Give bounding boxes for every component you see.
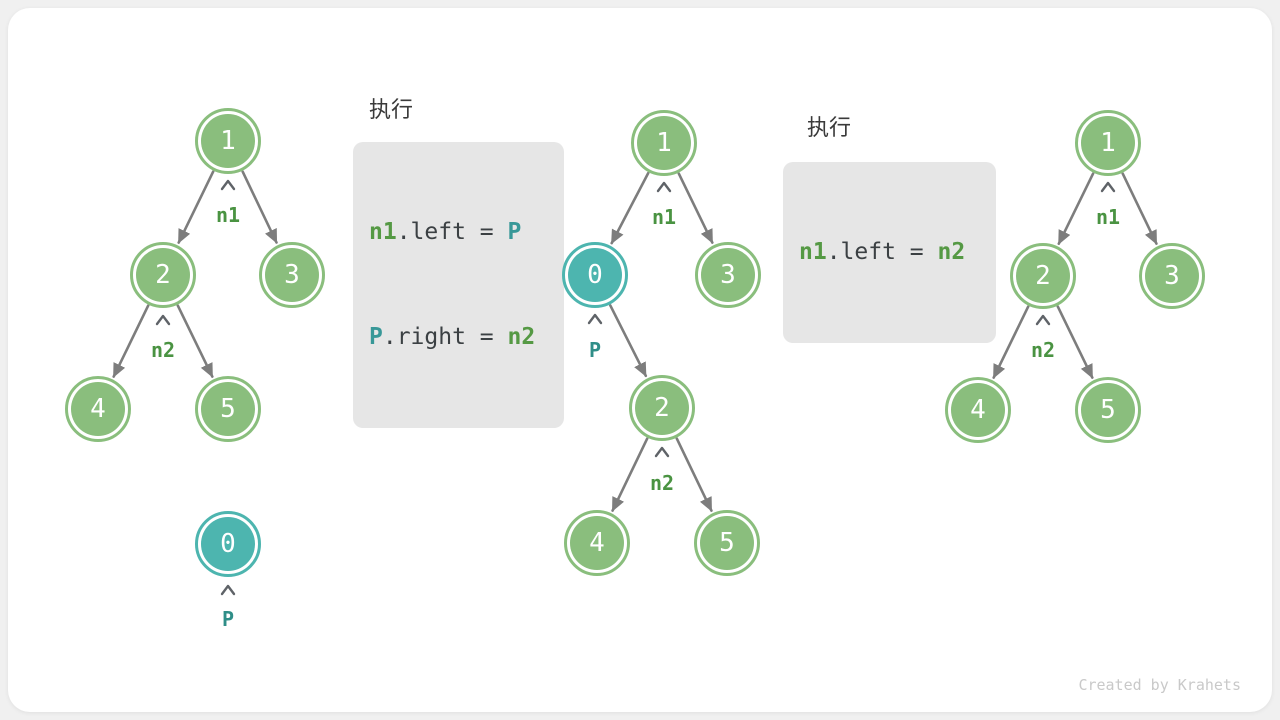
exec-label: 执行 (807, 115, 852, 140)
tree-edge (241, 170, 278, 244)
tree-edge (675, 437, 713, 512)
tree-node-4: 4 (564, 510, 630, 576)
tree-node-2: 2 (130, 242, 196, 308)
caret-up-icon (155, 314, 171, 326)
node-value: 5 (719, 528, 735, 558)
pointer-label-n2: n2 (649, 471, 675, 495)
pointer-label-n2: n2 (1030, 338, 1056, 362)
tree-edge (608, 304, 648, 378)
code-token-n2: n2 (507, 324, 536, 350)
tree-node-2: 2 (629, 375, 695, 441)
node-value: 5 (1100, 395, 1116, 425)
tree-node-3: 3 (695, 242, 761, 308)
tree-node-3: 3 (1139, 243, 1205, 309)
caret-up-icon (1035, 314, 1051, 326)
code-token-n1: n1 (799, 239, 827, 265)
node-value: 3 (1164, 261, 1180, 291)
caret-up-icon (587, 313, 603, 325)
code-line: n1.left = P (369, 215, 550, 250)
tree-edge (176, 304, 214, 378)
node-value: 4 (970, 395, 986, 425)
exec-label: 执行 (369, 97, 414, 122)
node-value: 3 (720, 260, 736, 290)
tree-node-0: 0 (195, 511, 261, 577)
tree-node-4: 4 (945, 377, 1011, 443)
caret-up-icon (1100, 181, 1116, 193)
tree-edge (1057, 172, 1095, 245)
tree2-edges (608, 171, 714, 512)
code-block-2: n1.left = n2 (783, 162, 996, 343)
node-value: 1 (220, 126, 236, 156)
node-value: 1 (656, 128, 672, 158)
node-value: 3 (284, 260, 300, 290)
tree3-edges (992, 172, 1158, 379)
tree-edge (611, 437, 649, 512)
code-token-n2: n2 (937, 239, 966, 265)
code-token-p: P (507, 219, 522, 245)
node-value: 4 (90, 394, 106, 424)
caret-up-icon (220, 179, 236, 191)
tree-node-1: 1 (195, 108, 261, 174)
code-token: .left = (826, 239, 938, 265)
tree-node-3: 3 (259, 242, 325, 308)
node-value: 4 (589, 528, 605, 558)
code-line: P.right = n2 (369, 320, 550, 355)
caret-up-icon (220, 584, 236, 596)
pointer-label-n1: n1 (651, 205, 677, 229)
node-value: 2 (1035, 261, 1051, 291)
tree-node-5: 5 (195, 376, 261, 442)
node-value: 5 (220, 394, 236, 424)
node-value: 0 (587, 260, 603, 290)
code-block-1: n1.left = P P.right = n2 (353, 142, 564, 428)
node-value: 2 (654, 393, 670, 423)
tree-node-2: 2 (1010, 243, 1076, 309)
node-value: 2 (155, 260, 171, 290)
tree-node-1: 1 (1075, 110, 1141, 176)
pointer-label-p: P (588, 338, 602, 362)
tree-edge (1121, 172, 1158, 245)
tree-edge (610, 171, 650, 245)
code-token: .right = (382, 324, 508, 350)
code-token-p: P (369, 324, 383, 350)
tree-node-0: 0 (562, 242, 628, 308)
node-value: 0 (220, 529, 236, 559)
code-token-n1: n1 (369, 219, 397, 245)
caret-up-icon (654, 446, 670, 458)
tree-node-5: 5 (1075, 377, 1141, 443)
pointer-label-n2: n2 (150, 338, 176, 362)
caret-up-icon (656, 181, 672, 193)
code-line: n1.left = n2 (799, 235, 982, 270)
tree1-edges (112, 170, 278, 378)
tree-edge (1056, 305, 1094, 379)
watermark: Created by Krahets (1078, 676, 1241, 694)
tree-edge (112, 304, 150, 378)
tree-edge (992, 305, 1030, 379)
tree-edge (677, 172, 714, 244)
tree-node-5: 5 (694, 510, 760, 576)
tree-node-1: 1 (631, 110, 697, 176)
pointer-carets (155, 179, 1116, 596)
tree-node-4: 4 (65, 376, 131, 442)
pointer-label-p: P (221, 607, 235, 631)
code-token: .left = (396, 219, 508, 245)
step2: 执行 n1.left = n2 (783, 114, 996, 343)
node-value: 1 (1100, 128, 1116, 158)
step1: 执行 n1.left = P P.right = n2 (353, 96, 564, 428)
pointer-label-n1: n1 (1095, 205, 1121, 229)
tree-edge (177, 170, 215, 244)
pointer-label-n1: n1 (215, 203, 241, 227)
